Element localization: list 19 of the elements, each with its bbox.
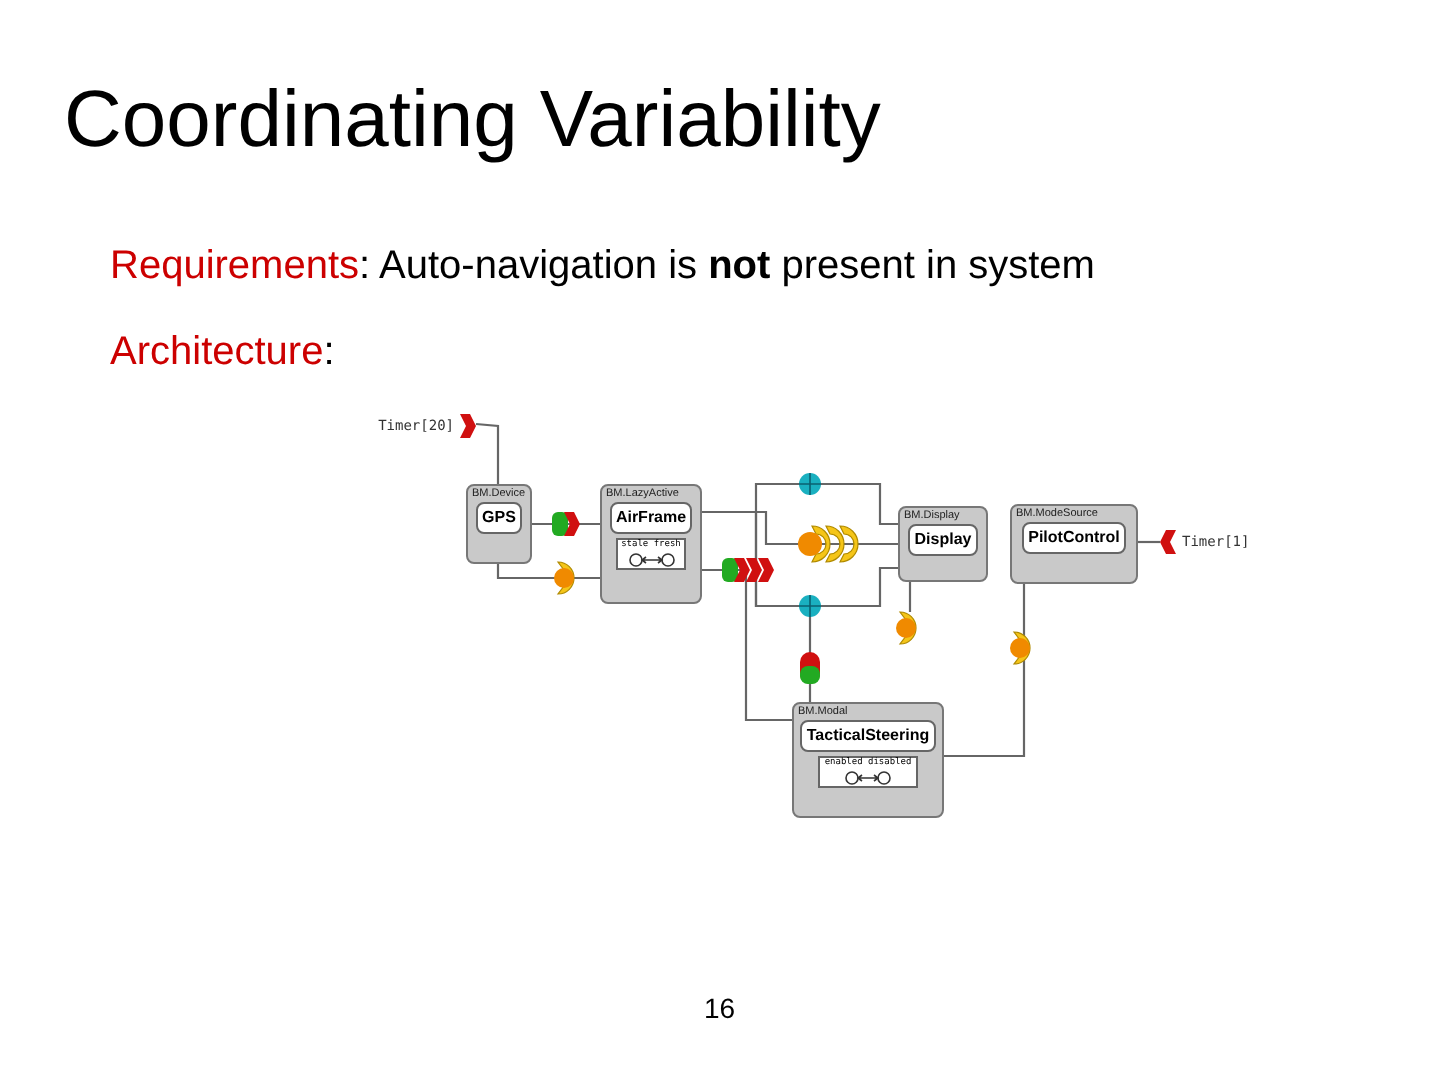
- component-box: [898, 506, 988, 582]
- component-box: [1010, 504, 1138, 584]
- component-box: [792, 702, 944, 818]
- requirements-text: Requirements: Auto-navigation is not present in system: [110, 242, 1095, 292]
- connector-line: [702, 568, 792, 722]
- page-number: 16: [704, 990, 736, 1026]
- component-name: GPS: [476, 502, 522, 534]
- connector-line: [702, 510, 812, 702]
- connector-line: [944, 584, 1026, 758]
- connector-line: [475, 422, 500, 484]
- component-name: AirFrame: [609, 502, 693, 534]
- component-name: PilotControl: [1022, 522, 1126, 554]
- connector-line: [1138, 540, 1160, 544]
- architecture-text: Architecture:: [110, 328, 335, 378]
- component-box: [600, 484, 702, 604]
- component-name: Display: [908, 524, 978, 556]
- component-box: [466, 484, 532, 564]
- slide-title: Coordinating Variability: [64, 74, 881, 168]
- component-name: TacticalSteering: [800, 720, 936, 752]
